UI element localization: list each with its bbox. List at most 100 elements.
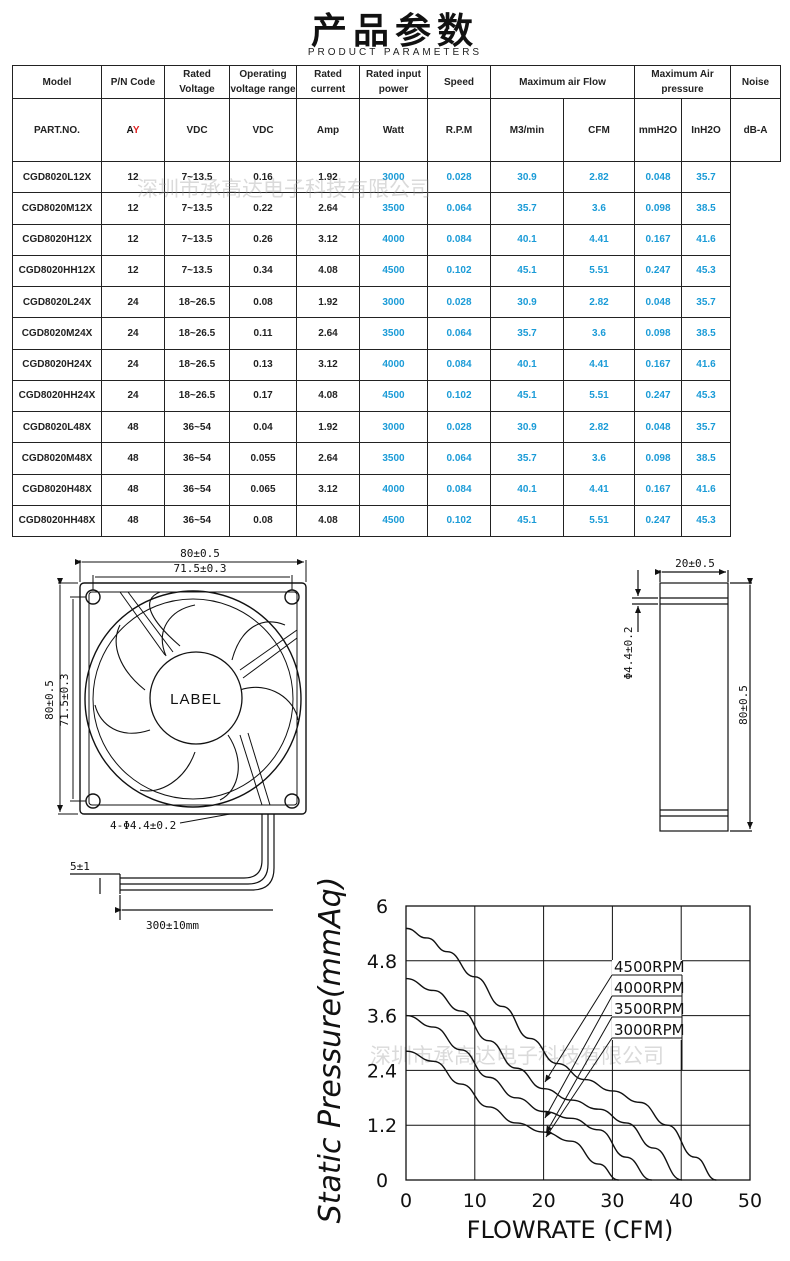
cell-current: 0.065 — [229, 473, 297, 506]
y-tick-label: 6 — [376, 896, 388, 918]
cell-cfm: 45.1 — [490, 504, 564, 538]
cell-power: 1.92 — [296, 285, 360, 319]
cell-power: 3.12 — [296, 473, 360, 506]
cell-noise: 38.5 — [680, 192, 732, 225]
cell-model: CGD8020H12X — [12, 223, 102, 256]
legend-label: 4500RPM — [614, 958, 685, 976]
y-tick-label: 0 — [376, 1170, 388, 1192]
dim-width-lines — [75, 559, 307, 590]
cell-noise: 41.6 — [680, 473, 732, 506]
cell-power: 4.08 — [296, 504, 360, 538]
fan-front-view — [79, 582, 307, 815]
cell-rpm: 3000 — [359, 160, 428, 194]
dim-height-lines — [57, 578, 86, 815]
unit-flow-m3: M3/min — [490, 98, 564, 162]
cell-m3: 0.028 — [427, 285, 491, 319]
cell-power: 3.12 — [296, 223, 360, 256]
col-header-pn-code: P/N Code — [101, 65, 165, 99]
cell-mmh2o: 2.82 — [563, 285, 635, 319]
pn-code-y: Y — [132, 124, 140, 136]
cell-voltage: 48 — [101, 410, 165, 444]
fan-side-view — [632, 569, 753, 832]
cell-voltage: 48 — [101, 504, 165, 538]
cell-model: CGD8020H48X — [12, 473, 102, 506]
x-tick-label: 10 — [463, 1190, 487, 1212]
cell-rpm: 3500 — [359, 317, 428, 350]
cell-range: 18~26.5 — [164, 348, 230, 381]
page-title: 产品参数 — [310, 11, 479, 52]
cell-model: CGD8020HH48X — [12, 504, 102, 538]
cell-model: CGD8020HH24X — [12, 379, 102, 413]
spec-table: Model P/N Code Rated Voltage Operating v… — [12, 65, 782, 538]
cell-cfm: 40.1 — [490, 348, 564, 381]
page-header: 产品参数 PRODUCT PARAMETERS — [0, 0, 790, 64]
page-subtitle: PRODUCT PARAMETERS — [307, 47, 483, 58]
cell-mmh2o: 4.41 — [563, 223, 635, 256]
unit-voltage: VDC — [164, 98, 230, 162]
legend-pointer — [544, 974, 613, 1083]
x-tick-label: 40 — [669, 1190, 693, 1212]
unit-noise: dB-A — [730, 98, 782, 162]
cell-noise: 41.6 — [680, 223, 732, 256]
cell-noise: 38.5 — [680, 442, 732, 475]
label-text: LABEL — [170, 691, 222, 708]
cell-current: 0.08 — [229, 504, 297, 538]
dim-hole-spec: 4-Φ4.4±0.2 — [110, 819, 176, 832]
col-header-model: Model — [12, 65, 102, 99]
x-tick-label: 0 — [400, 1190, 412, 1212]
dim-lead-length: 300±10mm — [146, 919, 199, 932]
cell-cfm: 40.1 — [490, 473, 564, 506]
pn-code-a: A — [126, 124, 133, 136]
cell-current: 0.17 — [229, 379, 297, 413]
cell-inh2o: 0.167 — [634, 473, 682, 506]
dim-width-outer: 80±0.5 — [180, 547, 220, 560]
x-tick-label: 20 — [532, 1190, 556, 1212]
cell-range: 18~26.5 — [164, 285, 230, 319]
cell-m3: 0.102 — [427, 504, 491, 538]
cell-voltage: 24 — [101, 379, 165, 413]
cell-voltage: 12 — [101, 223, 165, 256]
unit-speed: R.P.M — [427, 98, 491, 162]
cell-cfm: 30.9 — [490, 160, 564, 194]
cell-cfm: 30.9 — [490, 410, 564, 444]
header-row: Model P/N Code Rated Voltage Operating v… — [12, 65, 782, 99]
y-tick-label: 4.8 — [367, 951, 397, 973]
cell-inh2o: 0.247 — [634, 379, 682, 413]
unit-part-no: PART.NO. — [12, 98, 102, 162]
legend-pointer — [545, 1037, 613, 1138]
series-line — [405, 1014, 652, 1181]
legend-label: 3000RPM — [614, 1021, 685, 1039]
y-tick-label: 3.6 — [367, 1006, 397, 1028]
cell-inh2o: 0.098 — [634, 442, 682, 475]
legend-bg — [612, 960, 682, 1040]
series-line — [405, 977, 683, 1181]
dim-strip-length: 5±1 — [70, 860, 90, 873]
cell-power: 1.92 — [296, 160, 360, 194]
cell-mmh2o: 4.41 — [563, 348, 635, 381]
wire-leads — [70, 814, 275, 920]
cell-m3: 0.084 — [427, 223, 491, 256]
chart-y-axis-label: Static Pressure(mmAq) — [313, 877, 348, 1224]
unit-voltage-range: VDC — [229, 98, 297, 162]
cell-m3: 0.028 — [427, 160, 491, 194]
y-tick-label: 2.4 — [367, 1060, 397, 1082]
legend-label: 4000RPM — [614, 979, 685, 997]
dim-height-outer: 80±0.5 — [43, 680, 56, 720]
unit-pressure-inh2o: InH2O — [680, 98, 732, 162]
cell-m3: 0.064 — [427, 192, 491, 225]
cell-model: CGD8020HH12X — [12, 254, 102, 288]
cell-cfm: 35.7 — [490, 192, 564, 225]
